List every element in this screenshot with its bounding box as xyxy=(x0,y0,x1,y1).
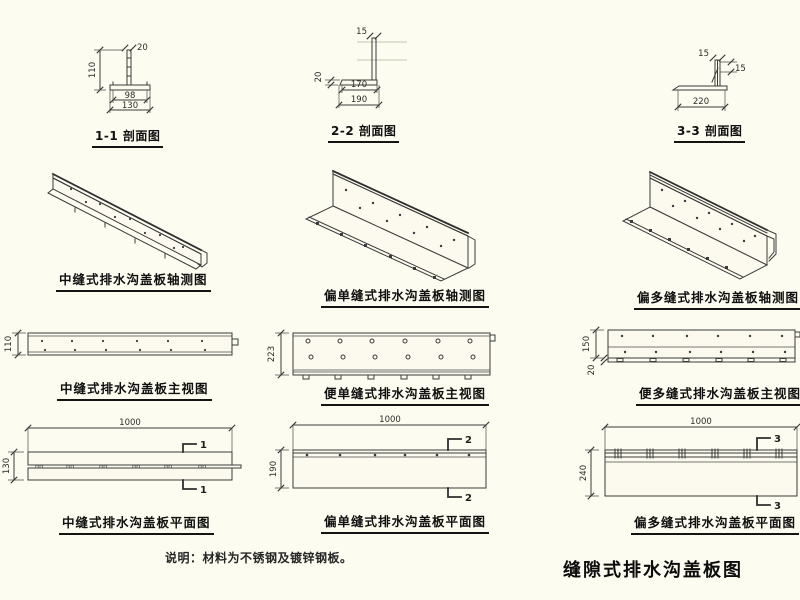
axo3-feet xyxy=(630,220,728,269)
svg-text:223: 223 xyxy=(267,346,277,362)
fv3-dim-height: 150 xyxy=(582,326,604,362)
axonometric-multi-slot-drawing xyxy=(621,170,777,280)
pv2-dim-length: 1000 xyxy=(289,415,490,450)
pv1-dim-width: 130 xyxy=(2,448,24,484)
section-2-2-dim-thickness: 20 xyxy=(314,72,340,89)
section-1-1-dim-widths: 98 130 xyxy=(106,90,154,114)
axo1-beam xyxy=(47,172,208,270)
svg-text:130: 130 xyxy=(122,101,138,111)
svg-text:1000: 1000 xyxy=(379,415,401,425)
axo1-feet xyxy=(74,207,166,259)
plan-view-center-slot-drawing: 1000 130 1 1 xyxy=(2,418,242,496)
svg-text:15: 15 xyxy=(735,64,746,74)
axo3-plate xyxy=(621,170,777,280)
svg-text:150: 150 xyxy=(582,336,592,352)
axonometric-single-slot-label: 偏单缝式排水沟盖板轴测图 xyxy=(321,285,490,308)
axo3-holes xyxy=(660,188,757,243)
fv3-holes xyxy=(620,334,787,354)
section-2-2-label: 2-2 剖面图 xyxy=(328,122,400,143)
svg-text:2: 2 xyxy=(465,493,472,504)
pv3-body xyxy=(604,448,798,497)
plan-view-multi-slot-label: 偏多缝式排水沟盖板平面图 xyxy=(631,512,800,535)
section-2-2-shape xyxy=(339,37,378,86)
pv1-bolt-pairs xyxy=(35,465,206,469)
fv1-dim-height: 110 xyxy=(4,329,26,359)
pv2-dim-width: 190 xyxy=(269,446,289,492)
section-3-3-drawing: 15 15 220 xyxy=(671,49,746,111)
pv3-dim-width: 240 xyxy=(579,446,599,500)
svg-text:20: 20 xyxy=(587,365,597,376)
svg-text:170: 170 xyxy=(351,80,367,90)
svg-text:130: 130 xyxy=(2,458,12,474)
axo2-feet xyxy=(316,222,436,279)
section-2-2-dim-widths: 170 190 xyxy=(335,80,383,109)
front-view-center-slot-drawing: 110 xyxy=(4,329,239,359)
front-view-single-slot-drawing: 223 xyxy=(267,329,496,380)
plan-view-single-slot-label: 偏单缝式排水沟盖板平面图 xyxy=(321,511,490,534)
sheet-title: 缝隙式排水沟盖板图 xyxy=(563,560,743,581)
material-note: 说明：材料为不锈钢及镀锌钢板。 xyxy=(165,551,353,565)
front-view-center-slot-label: 中缝式排水沟盖板主视图 xyxy=(57,378,212,401)
pv3-dim-length: 1000 xyxy=(601,417,800,450)
front-view-single-slot-label: 便单缝式排水沟盖板主视图 xyxy=(321,383,490,406)
section-3-3-label: 3-3 剖面图 xyxy=(674,122,746,143)
axo2-holes xyxy=(344,188,456,248)
axo2-plate xyxy=(304,169,476,282)
svg-text:1: 1 xyxy=(200,440,207,451)
svg-text:240: 240 xyxy=(579,465,589,481)
section-3-3-dim-side: 15 xyxy=(720,58,746,76)
section-1-1-dim-height: 110 xyxy=(88,46,123,94)
svg-text:15: 15 xyxy=(698,49,709,59)
pv3-bolt-pairs xyxy=(614,448,783,459)
section-3-3-dim-bottom: 220 xyxy=(674,90,729,111)
fv2-holes xyxy=(305,338,476,360)
pv1-body xyxy=(27,451,242,481)
svg-text:190: 190 xyxy=(351,95,367,105)
svg-text:2: 2 xyxy=(465,435,472,446)
svg-text:110: 110 xyxy=(4,336,14,352)
svg-text:98: 98 xyxy=(125,91,136,101)
svg-text:20: 20 xyxy=(314,72,324,83)
fv2-dim-height: 223 xyxy=(267,329,289,379)
pv2-body xyxy=(292,449,487,489)
axonometric-multi-slot-label: 偏多缝式排水沟盖板轴测图 xyxy=(634,287,800,310)
axonometric-center-slot-drawing xyxy=(47,172,208,270)
fv2-body xyxy=(292,332,496,380)
svg-text:20: 20 xyxy=(137,43,148,53)
svg-text:3: 3 xyxy=(774,434,781,445)
fv1-holes xyxy=(40,339,207,352)
section-2-2-drawing: 15 20 170 190 xyxy=(314,27,407,109)
plan-view-single-slot-drawing: 1000 190 2 2 xyxy=(269,415,490,504)
svg-text:1000: 1000 xyxy=(119,418,141,428)
fv1-body xyxy=(27,332,239,356)
svg-text:3: 3 xyxy=(774,501,781,512)
front-view-multi-slot-drawing: 150 20 xyxy=(582,326,800,376)
fv3-body xyxy=(607,329,800,363)
pv3-section-marks: 3 3 xyxy=(756,434,781,512)
pv1-section-marks: 1 1 xyxy=(182,440,207,496)
section-1-1-dim-top: 20 xyxy=(121,43,148,53)
svg-text:190: 190 xyxy=(269,461,279,477)
pv2-section-marks: 2 2 xyxy=(447,435,472,504)
svg-text:110: 110 xyxy=(88,62,98,78)
section-3-3-shape xyxy=(671,59,728,91)
svg-text:1000: 1000 xyxy=(690,417,712,427)
section-1-1-drawing: 20 110 98 130 xyxy=(88,43,154,114)
section-1-1-label: 1-1 剖面图 xyxy=(92,127,164,148)
section-2-2-dim-top: 15 xyxy=(356,27,382,40)
front-view-multi-slot-label: 便多缝式排水沟盖板主视图 xyxy=(636,383,800,406)
svg-text:15: 15 xyxy=(356,27,367,37)
fv3-dim-lip: 20 xyxy=(587,354,608,376)
axo1-holes xyxy=(69,187,185,250)
axonometric-single-slot-drawing xyxy=(304,169,476,282)
section-3-3-dim-top: 15 xyxy=(698,49,726,62)
plan-view-multi-slot-drawing: 1000 240 3 3 xyxy=(579,417,800,512)
svg-text:1: 1 xyxy=(200,485,207,496)
axonometric-center-slot-label: 中缝式排水沟盖板轴测图 xyxy=(56,269,211,292)
pv1-dim-length: 1000 xyxy=(24,418,236,452)
svg-text:220: 220 xyxy=(693,97,709,107)
section-1-1-shape xyxy=(109,49,151,91)
plan-view-center-slot-label: 中缝式排水沟盖板平面图 xyxy=(59,512,214,535)
